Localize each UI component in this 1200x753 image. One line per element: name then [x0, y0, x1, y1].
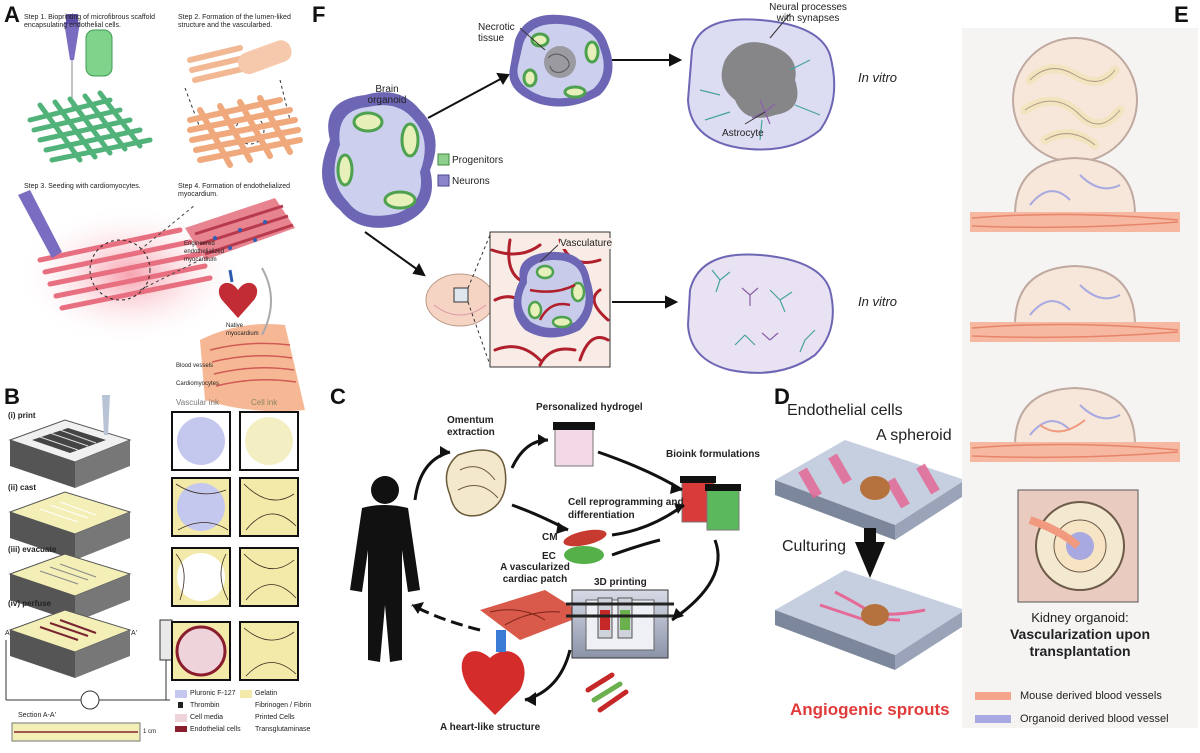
b-step-print: (i) print [8, 411, 36, 420]
b-legend-cell-media: Cell media [190, 714, 224, 721]
f-brain-organoid: Brain organoid [367, 84, 407, 106]
f-vasculature: Vasculature [560, 238, 613, 249]
b-a-label: A [5, 630, 10, 637]
b-legend-transglutaminase: Transglutaminase [255, 726, 311, 733]
b-scale: 1 cm [143, 729, 157, 735]
c-cm: CM [542, 532, 558, 543]
a-cardiomyocytes: Cardiomyocytes [176, 381, 220, 387]
e-legend-mouse: Mouse derived blood vessels [1020, 690, 1162, 702]
e-legend-organoid: Organoid derived blood vessel [1020, 713, 1169, 725]
panel-letter-f: F [312, 2, 326, 27]
a-step2: Step 2. Formation of the lumen-liked str… [178, 14, 291, 29]
d-endothelial: Endothelial cells [787, 402, 903, 419]
b-legend-gelatin: Gelatin [255, 690, 278, 697]
b-cell-ink: Cell ink [251, 398, 278, 407]
e-caption2: Vascularization upon transplantation [1009, 626, 1151, 659]
panel-e-art [962, 28, 1198, 728]
b-a-prime-label: A' [131, 630, 138, 637]
c-printing: 3D printing [594, 577, 647, 588]
dome-2 [970, 156, 1180, 232]
f-neurons: Neurons [452, 176, 490, 187]
b-step-evacuate: (iii) evacuate [8, 545, 57, 554]
f-in-vitro-bottom: In vitro [858, 294, 898, 309]
c-bioink: Bioink formulations [666, 449, 760, 460]
panel-letter-b: B [4, 384, 20, 409]
c-reprogramming: Cell reprogramming and differentiation [568, 497, 684, 521]
e-caption1: Kidney organoid: [1031, 610, 1129, 625]
b-legend-fibrinogen: Fibrinogen / Fibrin [255, 702, 312, 709]
panel-f-art [322, 13, 836, 374]
panel-b-art [5, 395, 299, 742]
b-step-perfuse: (iv) perfuse [8, 599, 52, 608]
b-legend-endothelial: Endothelial cells [190, 726, 241, 733]
dome-3 [970, 264, 1180, 342]
b-legend-printed-cells: Printed Cells [255, 714, 295, 721]
b-vascular-ink: Vascular ink [176, 398, 219, 407]
b-step-cast: (ii) cast [8, 483, 37, 492]
panel-a-art [15, 14, 305, 412]
panel-letter-a: A [4, 2, 20, 27]
a-engineered: Engineered endothelialized myocardium [184, 241, 225, 263]
c-patch: A vascularized cardiac patch [500, 562, 570, 585]
a-blood-vessels: Blood vessels [176, 363, 214, 369]
c-ec: EC [542, 551, 556, 562]
d-culturing: Culturing [782, 538, 847, 555]
b-legend-thrombin: Thrombin [190, 702, 220, 709]
panel-letter-e: E [1174, 2, 1189, 27]
b-section: Section A-A' [18, 712, 56, 719]
c-hydrogel: Personalized hydrogel [536, 402, 643, 413]
dome-4 [970, 386, 1180, 462]
f-astrocyte: Astrocyte [722, 128, 764, 139]
b-legend-pluronic: Pluronic F-127 [190, 690, 236, 697]
panel-letter-c: C [330, 384, 346, 409]
a-step4: Step 4. Formation of endothelialized myo… [178, 183, 291, 198]
f-neural: Neural processes with synapses [769, 2, 847, 24]
panel-c-art [350, 422, 741, 715]
d-spheroid: A spheroid [876, 427, 952, 444]
c-heart: A heart-like structure [440, 722, 541, 733]
d-sprouts: Angiogenic sprouts [790, 700, 950, 719]
a-step3: Step 3. Seeding with cardiomyocytes. [24, 183, 141, 190]
panel-d-art [775, 440, 965, 670]
a-step1: Step 1. Bioprinting of microfibrous scaf… [24, 14, 155, 29]
a-native: Native myocardium [226, 323, 259, 337]
f-progenitors: Progenitors [452, 155, 504, 166]
f-necrotic: Necrotic tissue [478, 22, 515, 44]
panel-letter-d: D [774, 384, 790, 409]
c-omentum: Omentum extraction [447, 415, 495, 438]
f-in-vitro-top: In vitro [858, 70, 898, 85]
